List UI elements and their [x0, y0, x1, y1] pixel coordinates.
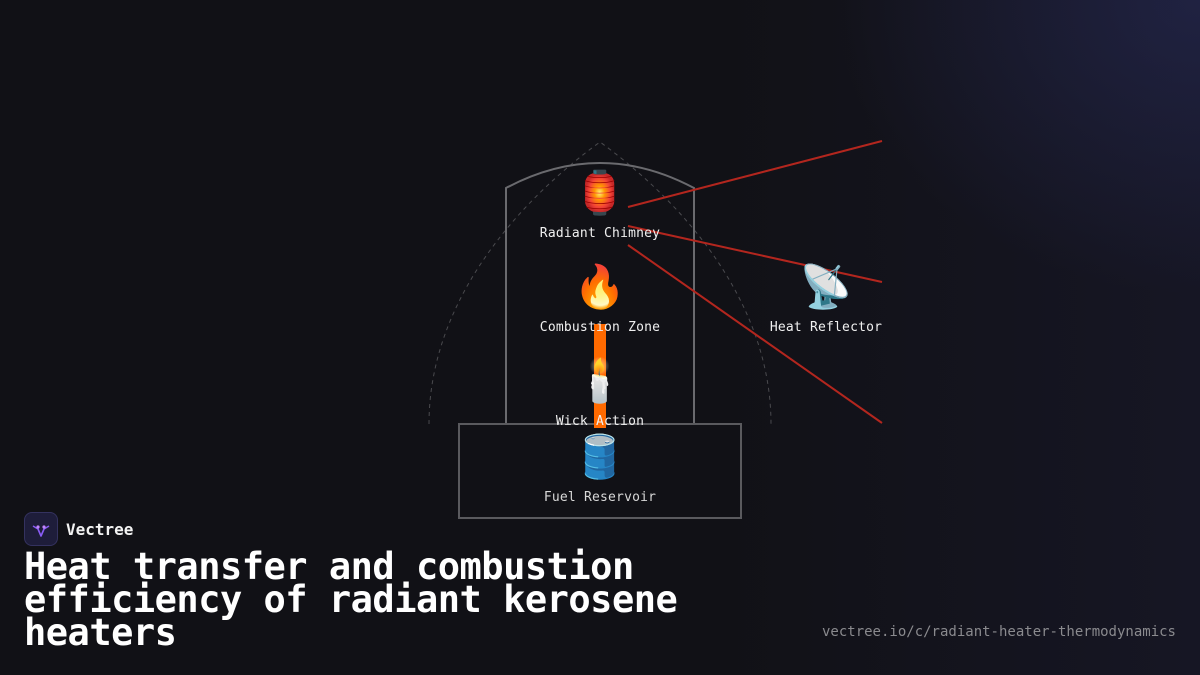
lantern-icon: 🏮 [573, 168, 627, 217]
chimney-housing [505, 162, 695, 424]
wick-bar [594, 324, 606, 428]
fire-icon: 🔥 [573, 262, 627, 311]
brand-name: Vectree [66, 519, 134, 539]
node-combustion-zone: 🔥 Combustion Zone [510, 262, 690, 335]
satellite-dish-icon: 📡 [799, 262, 853, 311]
fuel-reservoir-label: Fuel Reservoir [543, 490, 657, 505]
node-radiant-chimney: 🏮 Radiant Chimney [510, 168, 690, 241]
heat-ray-1 [627, 140, 883, 208]
node-heat-reflector: 📡 Heat Reflector [736, 262, 916, 335]
node-fuel-reservoir: 🛢️ Fuel Reservoir [510, 432, 690, 505]
wick-action-label: Wick Action [555, 414, 645, 429]
heat-dome-outline [428, 141, 772, 425]
oil-drum-icon: 🛢️ [573, 432, 627, 481]
vectree-logo-icon [24, 512, 58, 546]
node-wick-action: 🕯️ Wick Action [510, 356, 690, 429]
candle-icon: 🕯️ [573, 356, 627, 405]
heat-reflector-label: Heat Reflector [769, 320, 883, 335]
heat-ray-3 [627, 244, 883, 424]
combustion-zone-label: Combustion Zone [539, 320, 661, 335]
page-title: Heat transfer and combustion efficiency … [24, 545, 678, 654]
heat-ray-2 [627, 225, 883, 283]
brand: Vectree [24, 512, 133, 546]
source-url[interactable]: vectree.io/c/radiant-heater-thermodynami… [821, 624, 1176, 640]
radiant-chimney-label: Radiant Chimney [539, 226, 661, 241]
